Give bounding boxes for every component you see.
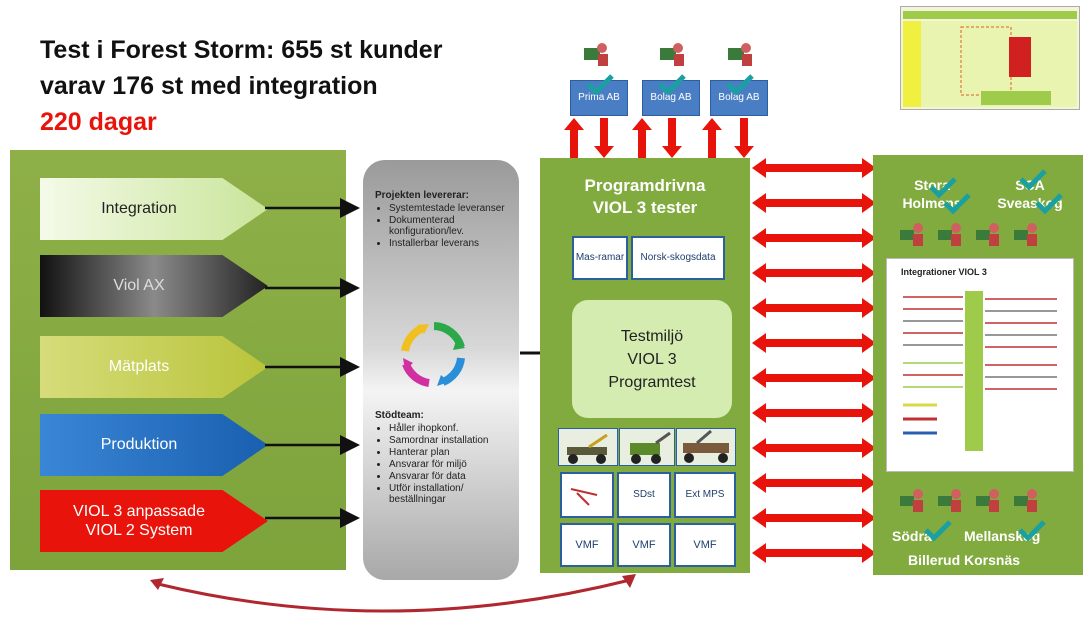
- support-item: Ansvarar för miljö: [389, 459, 515, 470]
- vertical-red-arrows: [564, 118, 754, 158]
- delivery-item: Installerbar leverans: [389, 238, 511, 249]
- user-computer-icon: [582, 40, 610, 70]
- stream-viol-ax: Viol AX: [40, 255, 268, 317]
- vmf-box: VMF: [560, 523, 614, 567]
- stream-produktion: Produktion: [40, 414, 268, 476]
- support-item: Utför installation/ beställningar: [389, 483, 515, 505]
- test-panel-title: Programdrivna VIOL 3 tester: [584, 176, 706, 217]
- stream-matplats: Mätplats: [40, 336, 268, 398]
- customer-users-bottom: [900, 489, 1037, 512]
- support-item: Hanterar plan: [389, 447, 515, 458]
- customer-users-top: [900, 223, 1037, 246]
- vmf-box: VMF: [617, 523, 671, 567]
- stream-integration: Integration: [40, 178, 268, 240]
- plan-thumbnail: [900, 6, 1080, 110]
- vmf-box: VMF: [674, 523, 736, 567]
- user-computer-icon: [726, 40, 754, 70]
- customer-label-sodra: Södra: [892, 528, 932, 544]
- cycle-icon: [401, 322, 465, 387]
- harvester-image: [619, 428, 675, 466]
- delivery-support-box: Projekten levererar: Systemtestade lever…: [363, 160, 519, 580]
- masramar-box: Mas-ramar: [572, 236, 628, 280]
- support-item: Samordnar installation: [389, 435, 515, 446]
- title-days: 220 dagar: [40, 108, 157, 136]
- deliveries-heading: Projekten levererar:: [375, 190, 469, 201]
- title-line-2: varav 176 st med integration: [40, 72, 378, 100]
- integration-red-arrows: [752, 158, 876, 563]
- user-computer-icon: [658, 40, 686, 70]
- stream-arrows: [265, 198, 360, 528]
- title-line-1: Test i Forest Storm: 655 st kunder: [40, 36, 443, 64]
- support-item: Håller ihopkonf.: [389, 423, 515, 434]
- scale-tool-box: [560, 472, 614, 518]
- feedback-arc: [150, 574, 636, 613]
- integration-document: Integrationer VIOL 3: [886, 258, 1074, 472]
- stream-viol3-anpassade: VIOL 3 anpassade VIOL 2 System: [40, 490, 268, 552]
- document-diagram: [903, 291, 1057, 451]
- test-environment-box: Testmiljö VIOL 3 Programtest: [572, 300, 732, 418]
- delivery-item: Systemtestade leveranser: [389, 203, 511, 214]
- timber-truck-image: [676, 428, 736, 466]
- customer-label-billerud: Billerud Korsnäs: [908, 552, 1021, 568]
- support-item: Ansvarar för data: [389, 471, 515, 482]
- top-checkmarks: [586, 74, 754, 96]
- forestry-machine-image: [558, 428, 618, 466]
- document-title: Integrationer VIOL 3: [901, 267, 987, 277]
- customer-checkmarks-bottom: [924, 520, 1046, 542]
- support-team-heading: Stödteam:: [375, 410, 424, 421]
- customer-checkmarks-top: [929, 169, 1063, 215]
- delivery-item: Dokumenterad konfiguration/lev.: [389, 215, 511, 237]
- ext-mps-box: Ext MPS: [674, 472, 736, 518]
- norskogsdata-box: Norsk-skogsdata: [631, 236, 725, 280]
- sdst-box: SDst: [617, 472, 671, 518]
